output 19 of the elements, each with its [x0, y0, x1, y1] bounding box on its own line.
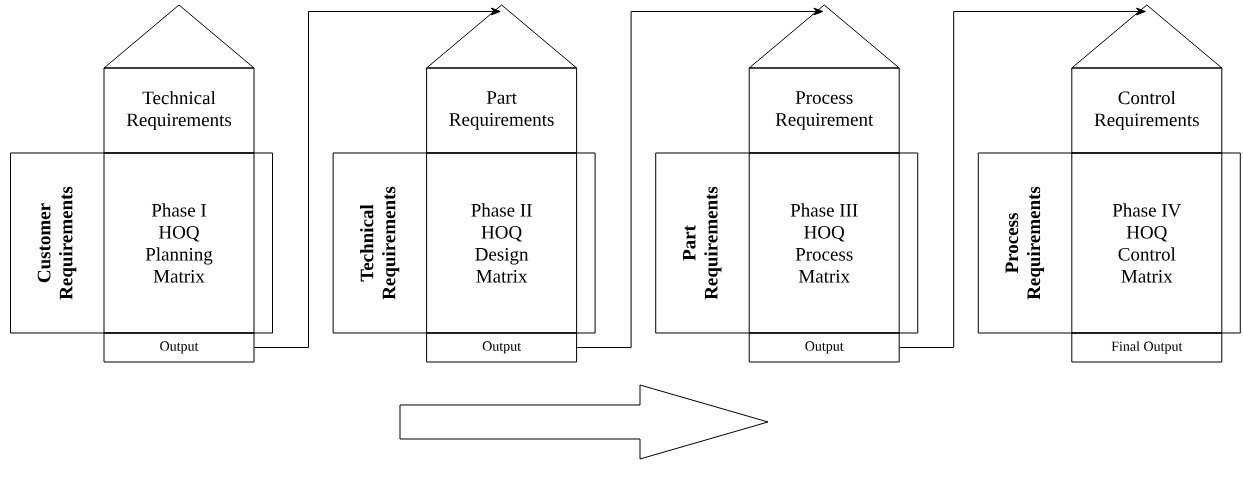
output-box: Output [103, 332, 255, 363]
header-box: Part Requirements [426, 67, 578, 154]
roof-triangle [748, 4, 900, 69]
header-box: Technical Requirements [103, 67, 255, 154]
output-box: Output [426, 332, 578, 363]
roof-triangle [103, 4, 255, 69]
output-box: Output [748, 332, 900, 363]
roof-triangle [1071, 4, 1223, 69]
matrix-box: Phase II HOQ Design Matrix [426, 152, 578, 334]
connector-arrow [576, 7, 824, 348]
header-box: Process Requirement [748, 67, 900, 154]
connector-arrow [254, 7, 501, 348]
output-box: Final Output [1071, 332, 1223, 363]
header-box: Control Requirements [1071, 67, 1223, 154]
connector-arrow [899, 7, 1146, 348]
matrix-box: Phase III HOQ Process Matrix [748, 152, 900, 334]
roof-triangle [426, 4, 578, 69]
matrix-box: Phase IV HOQ Control Matrix [1071, 152, 1223, 334]
matrix-box: Phase I HOQ Planning Matrix [103, 152, 255, 334]
